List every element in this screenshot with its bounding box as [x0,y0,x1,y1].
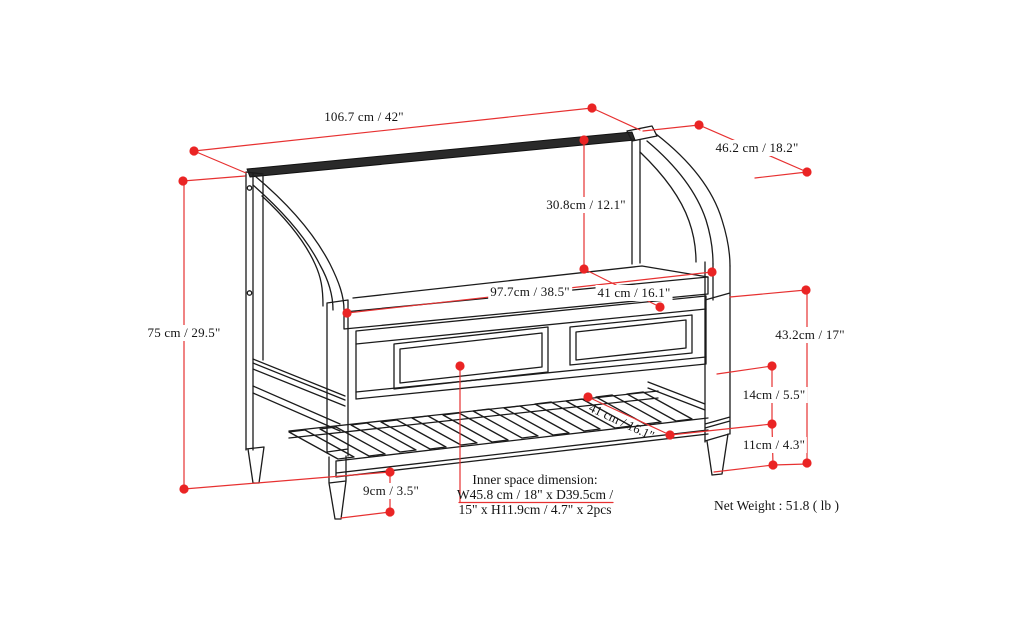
right-post-cap [626,125,658,142]
inner-space-line2: 15" x H11.9cm / 4.7" x 2pcs [458,502,612,517]
seat-height-label: 43.2cm / 17" [773,327,847,343]
right-arm [639,151,697,263]
shelf-to-seat-label: 14cm / 5.5" [740,387,808,403]
right-drawer-panel [569,314,693,366]
right-front-foot [704,433,730,476]
right-stretcher [647,381,706,411]
seat-back-edge [352,265,709,299]
overall-width-label: 106.7 cm / 42" [324,109,404,124]
inner-space-line1: W45.8 cm / 18" x D39.5cm / [456,487,614,502]
left-arm [261,195,324,307]
left-rear-foot [245,446,265,484]
right-front-post [704,261,731,443]
seat [343,276,709,330]
inner-space-title: Inner space dimension: [472,472,598,487]
seat-depth-label: 41 cm / 16.1" [595,285,673,301]
overall-height-label: 75 cm / 29.5" [145,325,223,341]
left-arm [252,184,334,311]
right-drawer-panel-inner [575,319,687,361]
left-stretcher-upper [252,358,346,407]
inner-width-label: 97.7cm / 38.5" [488,284,572,300]
left-back-post [245,171,264,451]
left-drawer-panel [393,326,549,390]
screw-hole [246,290,253,296]
left-arm [254,175,345,311]
floor-clearance-label: 9cm / 3.5" [360,483,422,499]
left-front-post [326,299,349,457]
shelf-front-rail [335,417,709,478]
shelf-rail-height-label: 11cm / 4.3" [740,437,808,453]
left-front-foot [328,455,347,520]
overall-depth-label: 46.2 cm / 18.2" [713,140,801,156]
back-height-label: 30.8cm / 12.1" [544,197,628,213]
net-weight-label: Net Weight : 51.8 ( lb ) [714,498,840,513]
front-apron [355,295,707,400]
left-drawer-panel-inner [399,332,543,384]
screw-hole [246,185,253,191]
apron-rails [355,308,707,393]
right-arm [655,133,731,267]
dimension-dots [178,103,812,517]
shelf-slats [288,391,693,460]
right-back-post [631,139,641,265]
inner-space-note: Inner space dimension: W45.8 cm / 18" x … [457,472,613,517]
right-arm [646,140,714,265]
left-stretcher-lower [252,385,341,432]
